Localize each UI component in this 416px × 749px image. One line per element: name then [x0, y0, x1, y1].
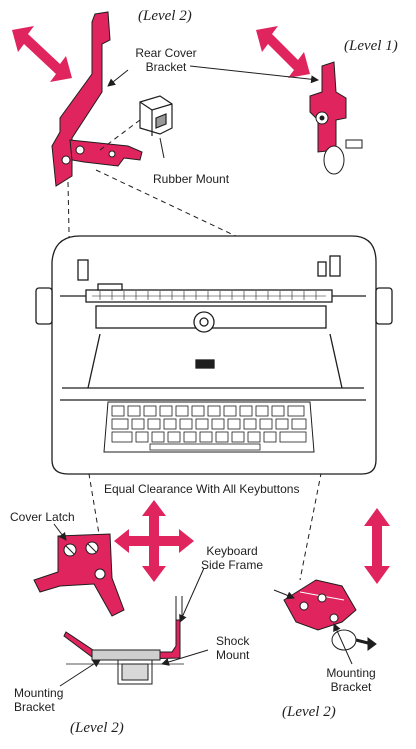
cover-latch [33, 533, 125, 617]
keyboard-side-frame-label-line1: Keyboard [206, 544, 258, 558]
level1-label: (Level 1) [344, 38, 398, 54]
keyboard-side-frame-label-line2: Side Frame [200, 558, 264, 572]
level2-bottom-left-label: (Level 2) [70, 720, 124, 736]
shock-mount-label-line2: Mount [216, 648, 250, 662]
four-way-arrow-icon [114, 500, 194, 582]
mounting-bracket-left-label: Mounting Bracket [14, 686, 63, 714]
level2-bottom-right-label: (Level 2) [282, 704, 336, 720]
equal-clearance-label: Equal Clearance With All Keybuttons [104, 482, 300, 496]
level2-top-label: (Level 2) [138, 8, 192, 24]
mounting-bracket-left [63, 596, 184, 685]
keyboard-side-frame-label: Keyboard Side Frame [196, 544, 268, 572]
rubber-mount-block [139, 95, 173, 136]
mounting-bracket-right-label: Mounting Bracket [318, 666, 384, 694]
mounting-bracket-left-label-line1: Mounting [14, 686, 64, 700]
rubber-mount-label: Rubber Mount [153, 172, 230, 186]
rear-cover-bracket-label-line1: Rear Cover [135, 46, 197, 60]
mounting-bracket-right-label-line2: Bracket [330, 680, 372, 694]
shock-mount-label-line1: Shock [216, 634, 250, 648]
rear-cover-bracket-label: Rear Cover Bracket [130, 46, 202, 74]
double-arrow-icon-top-left [12, 26, 72, 82]
shock-mount-label: Shock Mount [216, 634, 249, 662]
cover-latch-label: Cover Latch [10, 510, 75, 524]
mounting-bracket-right [283, 579, 377, 651]
mounting-bracket-left-label-line2: Bracket [14, 700, 55, 714]
mounting-bracket-right-label-line1: Mounting [326, 666, 376, 680]
vertical-double-arrow-icon [364, 508, 390, 584]
rear-cover-bracket-level2 [51, 11, 143, 187]
rear-cover-bracket-level1 [309, 61, 363, 175]
keyboard [103, 401, 315, 453]
rear-cover-bracket-label-line2: Bracket [145, 60, 187, 74]
double-arrow-icon-top-right [256, 26, 310, 78]
